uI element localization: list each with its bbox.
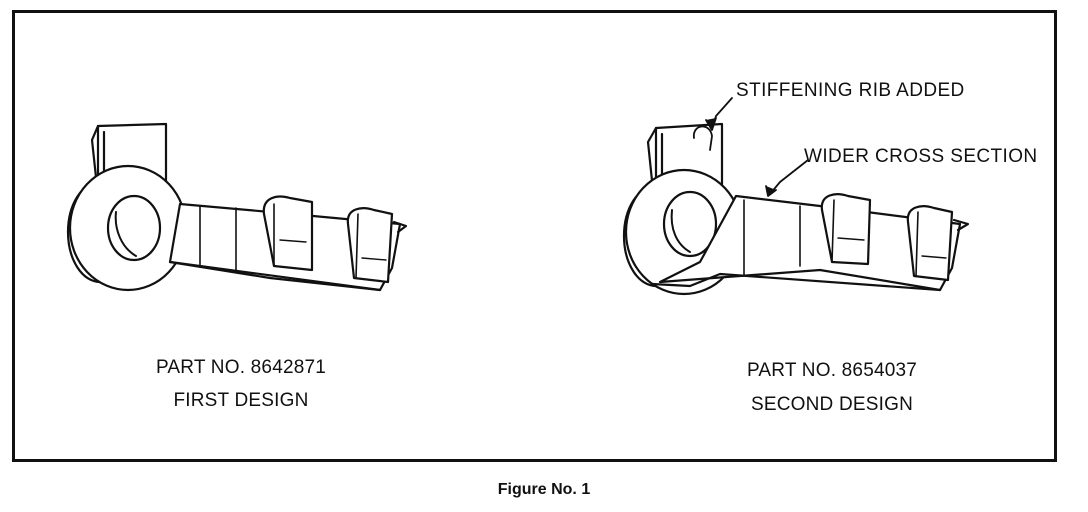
stiffening-rib [693, 125, 713, 151]
first-design-part-illustration [66, 122, 408, 292]
first-part-clip-2 [346, 207, 394, 284]
cross-section-callout: WIDER CROSS SECTION [804, 146, 1038, 167]
second-design-label: SECOND DESIGN [750, 394, 913, 415]
callout-leaders [705, 97, 809, 197]
first-design-part-number: PART NO. 8642871 [155, 357, 327, 378]
second-part-clip-2 [906, 205, 954, 282]
second-design-part-illustration [622, 122, 970, 296]
cross-section-leader-line [769, 159, 809, 195]
first-part-hole [106, 194, 162, 262]
figure-caption: Figure No. 1 [497, 481, 591, 498]
rib-leader-arrow [705, 117, 717, 131]
first-part-clip-1 [262, 195, 314, 272]
first-design-label: FIRST DESIGN [173, 390, 309, 411]
cross-section-leader-arrow [765, 185, 777, 197]
stiffening-rib-callout: STIFFENING RIB ADDED [736, 80, 965, 101]
second-design-part-number: PART NO. 8654037 [746, 360, 918, 381]
figure-frame [12, 10, 1057, 462]
